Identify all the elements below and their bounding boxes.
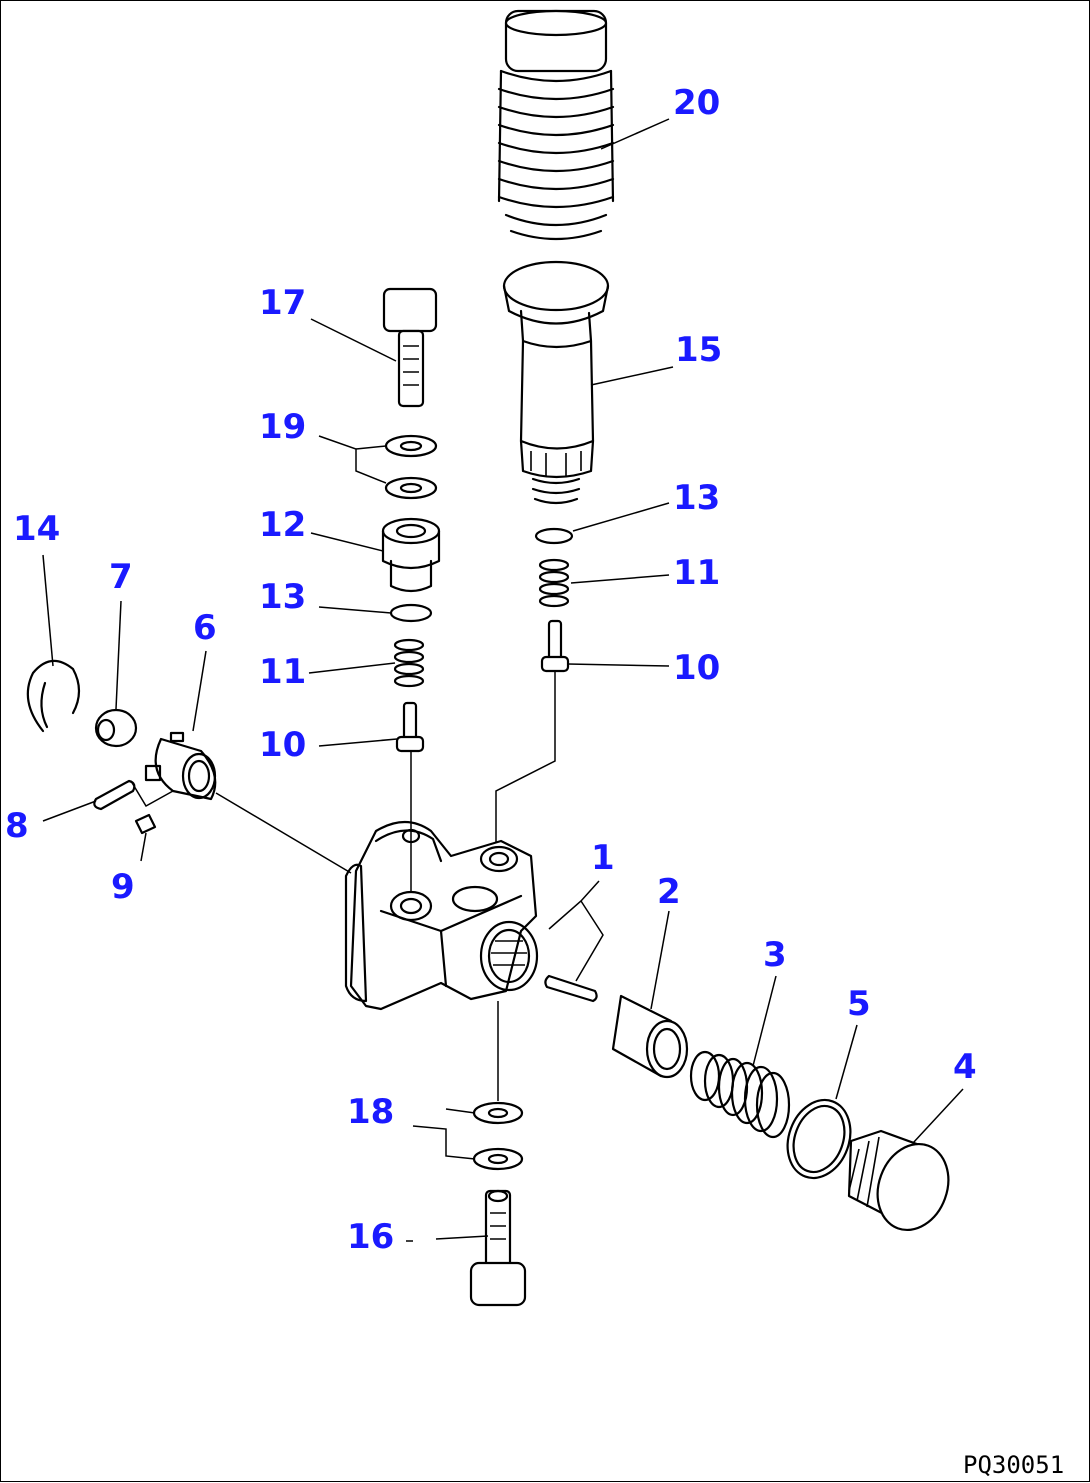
part-2-sleeve: [611, 994, 689, 1079]
part-12-fitting: [381, 517, 441, 593]
part-7-collar: [94, 708, 138, 748]
part-5-gasket: [786, 1098, 852, 1180]
callout-2: 2: [657, 872, 681, 912]
callout-1: 1: [591, 838, 615, 878]
callout-5: 5: [847, 984, 871, 1024]
callout-14: 14: [13, 509, 60, 549]
leader-lines: [42, 118, 964, 1242]
part-9-roller: [134, 813, 157, 835]
part-16-bolt: [469, 1189, 527, 1307]
callout-15: 15: [675, 330, 722, 370]
callout-13-left: 13: [259, 577, 306, 617]
callout-10-right: 10: [673, 648, 720, 688]
part-11-spring-right: [538, 558, 570, 608]
callout-9: 9: [111, 867, 135, 907]
callout-7: 7: [109, 557, 133, 597]
part-15-plunger: [502, 260, 610, 505]
callout-8: 8: [5, 806, 29, 846]
callout-11-left: 11: [259, 652, 306, 692]
callout-11-right: 11: [673, 553, 720, 593]
callout-labels: 20 17 15 19 13 12 11 13 14 7 6 10 11 10 …: [5, 83, 977, 1257]
part-10-valve-right: [540, 619, 570, 673]
callout-6: 6: [193, 608, 217, 648]
part-17-bolt: [382, 287, 438, 408]
part-13-oring-right: [534, 527, 574, 545]
part-11-spring-left: [393, 638, 425, 688]
callout-16: 16: [347, 1217, 394, 1257]
callout-13-right: 13: [673, 478, 720, 518]
part-20-boot: [497, 9, 615, 241]
drawing-code: PQ30051: [963, 1451, 1064, 1479]
part-19-washers: [384, 434, 438, 500]
callout-10-left: 10: [259, 725, 306, 765]
part-3-spring: [689, 1050, 791, 1139]
part-8-pin: [93, 779, 136, 811]
callout-3: 3: [763, 935, 787, 975]
part-14-snap-ring: [26, 659, 81, 733]
part-13-oring-left: [389, 603, 433, 623]
callout-18: 18: [347, 1092, 394, 1132]
part-4-plug: [847, 1129, 950, 1232]
part-10-valve-left: [395, 701, 425, 753]
callout-17: 17: [259, 283, 306, 323]
callout-12: 12: [259, 505, 306, 545]
part-18-washers: [472, 1101, 524, 1171]
part-6-cam-follower: [144, 731, 217, 801]
part-1-housing: [344, 820, 598, 1011]
callout-20: 20: [673, 83, 720, 123]
callout-4: 4: [953, 1047, 977, 1087]
callout-19: 19: [259, 407, 306, 447]
